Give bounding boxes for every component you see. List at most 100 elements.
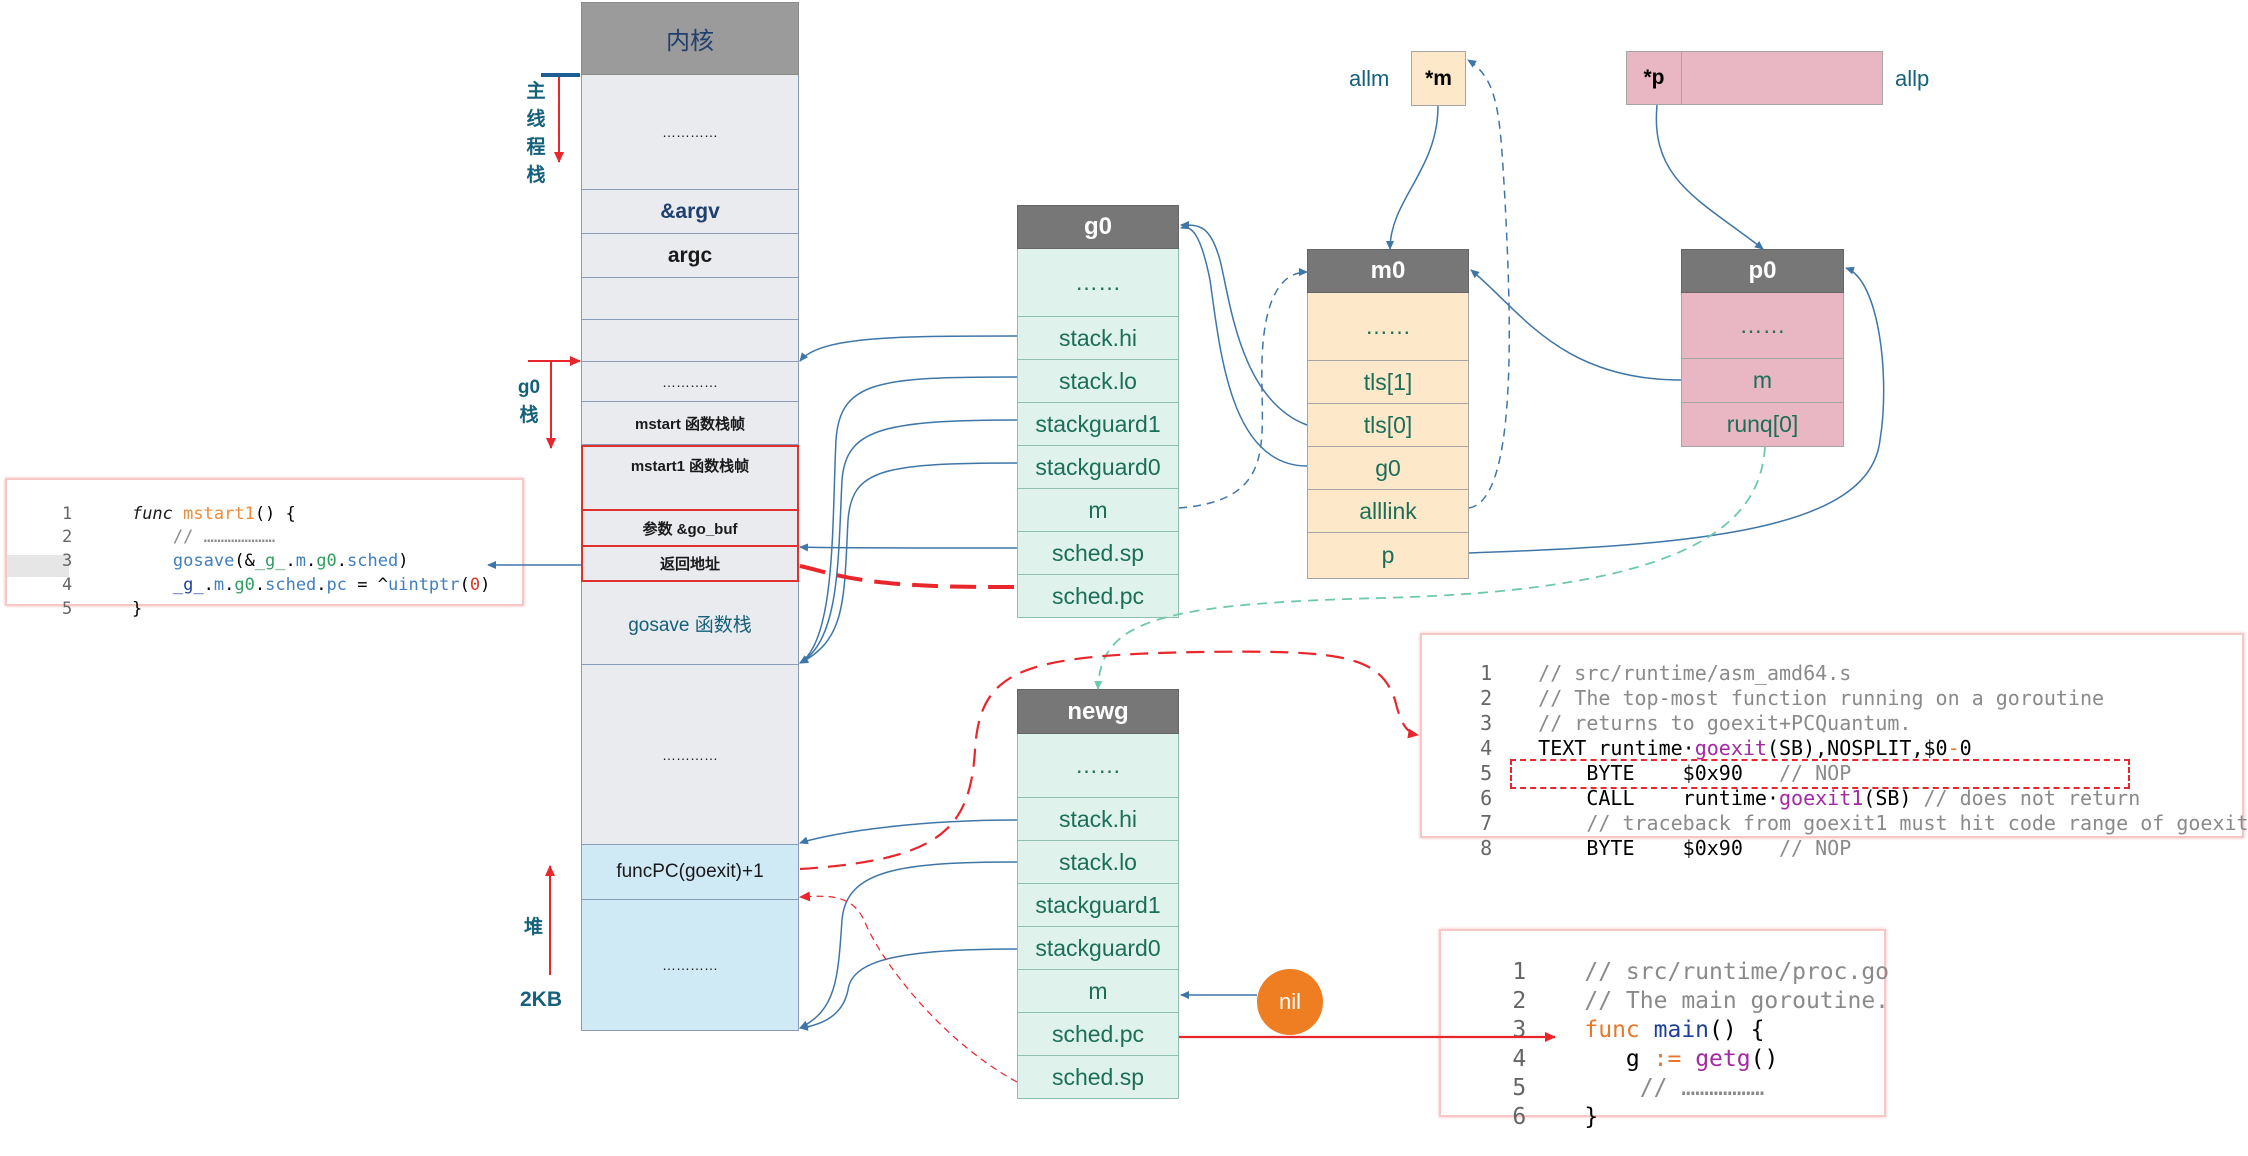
code-line: 1// src/runtime/asm_amd64.s (1480, 661, 1852, 685)
code-asm-goexit: 1// src/runtime/asm_amd64.s 2// The top-… (1420, 633, 2248, 860)
nil-circle: nil (1257, 969, 1323, 1035)
allp-label: allp (1895, 66, 1930, 91)
heap-label: 堆 (524, 917, 544, 938)
allp-array: *p (1626, 51, 1883, 105)
main-thread-stack-label: 主 线 程 栈 (526, 81, 546, 186)
return-addr-sched-pc-link (799, 564, 1018, 590)
stack-cell-mstart1-frame: mstart1 函数栈帧 (581, 445, 799, 511)
stack-cell-label: ………… (662, 124, 718, 140)
allm-to-m0 (1386, 105, 1439, 250)
newg-field-m: m (1017, 970, 1179, 1013)
newg-field-stack-hi: stack.hi (1017, 798, 1179, 841)
p0-title: p0 (1681, 249, 1844, 293)
stack-cell-label: gosave 函数栈 (628, 614, 752, 636)
stack-cell-kernel: 内核 (581, 2, 799, 75)
g0-field-sched-sp: sched.sp (1017, 532, 1179, 575)
stack-cell-return-address: 返回地址 (581, 545, 799, 582)
allp-pointer-box: *p (1626, 51, 1682, 105)
newg-field-sched-sp: sched.sp (1017, 1056, 1179, 1099)
p0-field-runq0: runq[0] (1681, 403, 1844, 447)
m0-field-tls1: tls[1] (1307, 361, 1469, 404)
m0-title: m0 (1307, 249, 1469, 293)
g0-title: g0 (1017, 205, 1179, 249)
m0-field-alllink: alllink (1307, 490, 1469, 533)
newg-field-stack-lo: stack.lo (1017, 841, 1179, 884)
m0-alllink-to-allm (1467, 59, 1511, 509)
stack-cell-heap: ………… (581, 900, 799, 1031)
g0-field-m: m (1017, 489, 1179, 532)
newg-struct: newg …… stack.hi stack.lo stackguard1 st… (1017, 689, 1179, 1099)
m0-struct: m0 …… tls[1] tls[0] g0 alllink p (1307, 249, 1469, 579)
m0-field-g0: g0 (1307, 447, 1469, 490)
code-line: 5} (61, 599, 143, 619)
allm-pointer-box: *m (1411, 51, 1466, 106)
main-stack: 内核 ………… &argv argc ………… mstart 函数栈帧 msta… (581, 2, 799, 1031)
m0-field-tls0: tls[0] (1307, 404, 1469, 447)
stack-cell-label: mstart1 函数栈帧 (630, 458, 750, 475)
allm-label: allm (1349, 66, 1390, 91)
g0-struct: g0 …… stack.hi stack.lo stackguard1 stac… (1017, 205, 1179, 618)
m0-field-p: p (1307, 533, 1469, 579)
code-line: 2// The top-most function running on a g… (1480, 686, 2105, 710)
stack-cell-label: 参数 &go_buf (642, 520, 738, 538)
stack-cell (581, 278, 799, 320)
newg-field-sched-pc: sched.pc (1017, 1013, 1179, 1056)
g0-m-to-m0 (1178, 268, 1308, 509)
newg-field-stackguard1: stackguard1 (1017, 884, 1179, 927)
stack-cell-gosave: gosave 函数栈 (581, 582, 799, 665)
stack-cell-label: &argv (660, 199, 720, 223)
code-line: 8 BYTE $0x90 // NOP (1480, 836, 1852, 860)
stack-cell: &argv (581, 190, 799, 234)
stack-cell-label: ………… (662, 746, 718, 763)
code-line: 2 // ………………… (61, 527, 276, 547)
code-proc-main: 1// src/runtime/proc.go 2// The main gor… (1439, 929, 1890, 1130)
g0-field-stackguard1: stackguard1 (1017, 403, 1179, 446)
code-line: 2// The main goroutine. (1512, 988, 1890, 1014)
g0-stack-marker (528, 356, 581, 449)
code-line: 7 // traceback from goexit1 must hit cod… (1480, 811, 2248, 835)
code-line: 5 BYTE $0x90 // NOP (1480, 761, 1852, 785)
p0-struct: p0 …… m runq[0] (1681, 249, 1844, 447)
call-highlight-box (1510, 759, 2130, 789)
code-line: 5 // ……………… (1512, 1075, 1765, 1101)
code-line-highlight (7, 555, 69, 577)
stack-cell-label: 返回地址 (659, 556, 720, 573)
stack-cell: ………… (581, 75, 799, 190)
stack-cell-label: ………… (662, 957, 718, 973)
code-line: 6 CALL runtime·goexit1(SB) // does not r… (1480, 786, 2141, 810)
stack-cell-label: 内核 (666, 28, 714, 55)
g0-stack-label: g0 栈 (517, 377, 541, 426)
stack-cell-label: argc (667, 243, 713, 267)
connector-layer (487, 59, 1885, 1083)
stack-cell-label: funcPC(goexit)+1 (616, 861, 764, 882)
g0-field-stack-lo: stack.lo (1017, 360, 1179, 403)
newg-field-stackguard0: stackguard0 (1017, 927, 1179, 970)
main-thread-stack-marker (541, 73, 580, 163)
newg-title: newg (1017, 689, 1179, 734)
m0-links (1180, 221, 1885, 554)
stack-cell: ………… (581, 665, 799, 845)
g0-field-sched-pc: sched.pc (1017, 575, 1179, 618)
stack-cell-label: ………… (662, 373, 718, 390)
goexit-pc-to-asm (799, 650, 1419, 871)
runq-to-newg (1094, 446, 1766, 690)
p0-m-to-m0 (1470, 269, 1682, 381)
stack-cell-goexit-pc: funcPC(goexit)+1 (581, 845, 799, 900)
code-line: 3 gosave(&_g_.m.g0.sched) (61, 551, 409, 571)
stack-cell: mstart 函数栈帧 (581, 402, 799, 445)
g0-field: …… (1017, 249, 1179, 317)
g0-field-stack-hi: stack.hi (1017, 317, 1179, 360)
code-line: 4 _g_.m.g0.sched.pc = ^uintptr(0) (61, 575, 491, 595)
stack-cell-label: mstart 函数栈帧 (634, 415, 746, 433)
g0-stack-links (799, 335, 1018, 664)
allp-rest (1681, 51, 1883, 105)
stack-cell: argc (581, 234, 799, 278)
p0-field: …… (1681, 293, 1844, 359)
newg-sched-sp-to-heap (799, 891, 1018, 1083)
code-line: 3// returns to goexit+PCQuantum. (1480, 711, 1912, 735)
code-line: 1// src/runtime/proc.go (1512, 959, 1890, 985)
code-line: 4 g := getg() (1512, 1046, 1779, 1072)
newg-stack-links (799, 819, 1018, 1031)
